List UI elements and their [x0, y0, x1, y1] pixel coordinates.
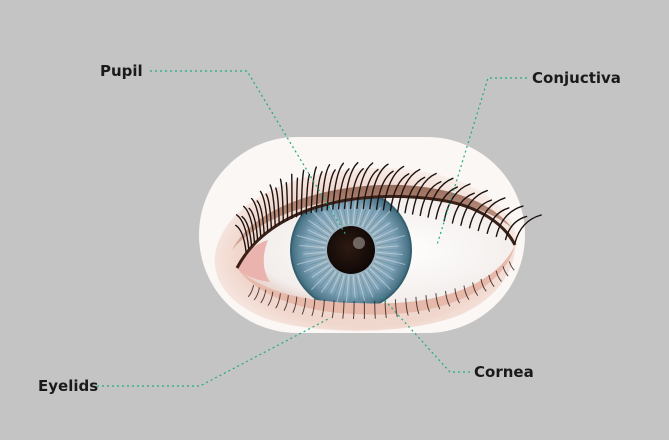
pupil [327, 226, 375, 274]
pupil-highlight [353, 237, 365, 249]
eyelids-label: Eyelids [38, 379, 98, 394]
pupil-label: Pupil [100, 64, 143, 79]
lower-eyelash [354, 301, 355, 319]
cornea-label: Cornea [474, 365, 534, 380]
conjuctiva-label: Conjuctiva [532, 71, 621, 86]
